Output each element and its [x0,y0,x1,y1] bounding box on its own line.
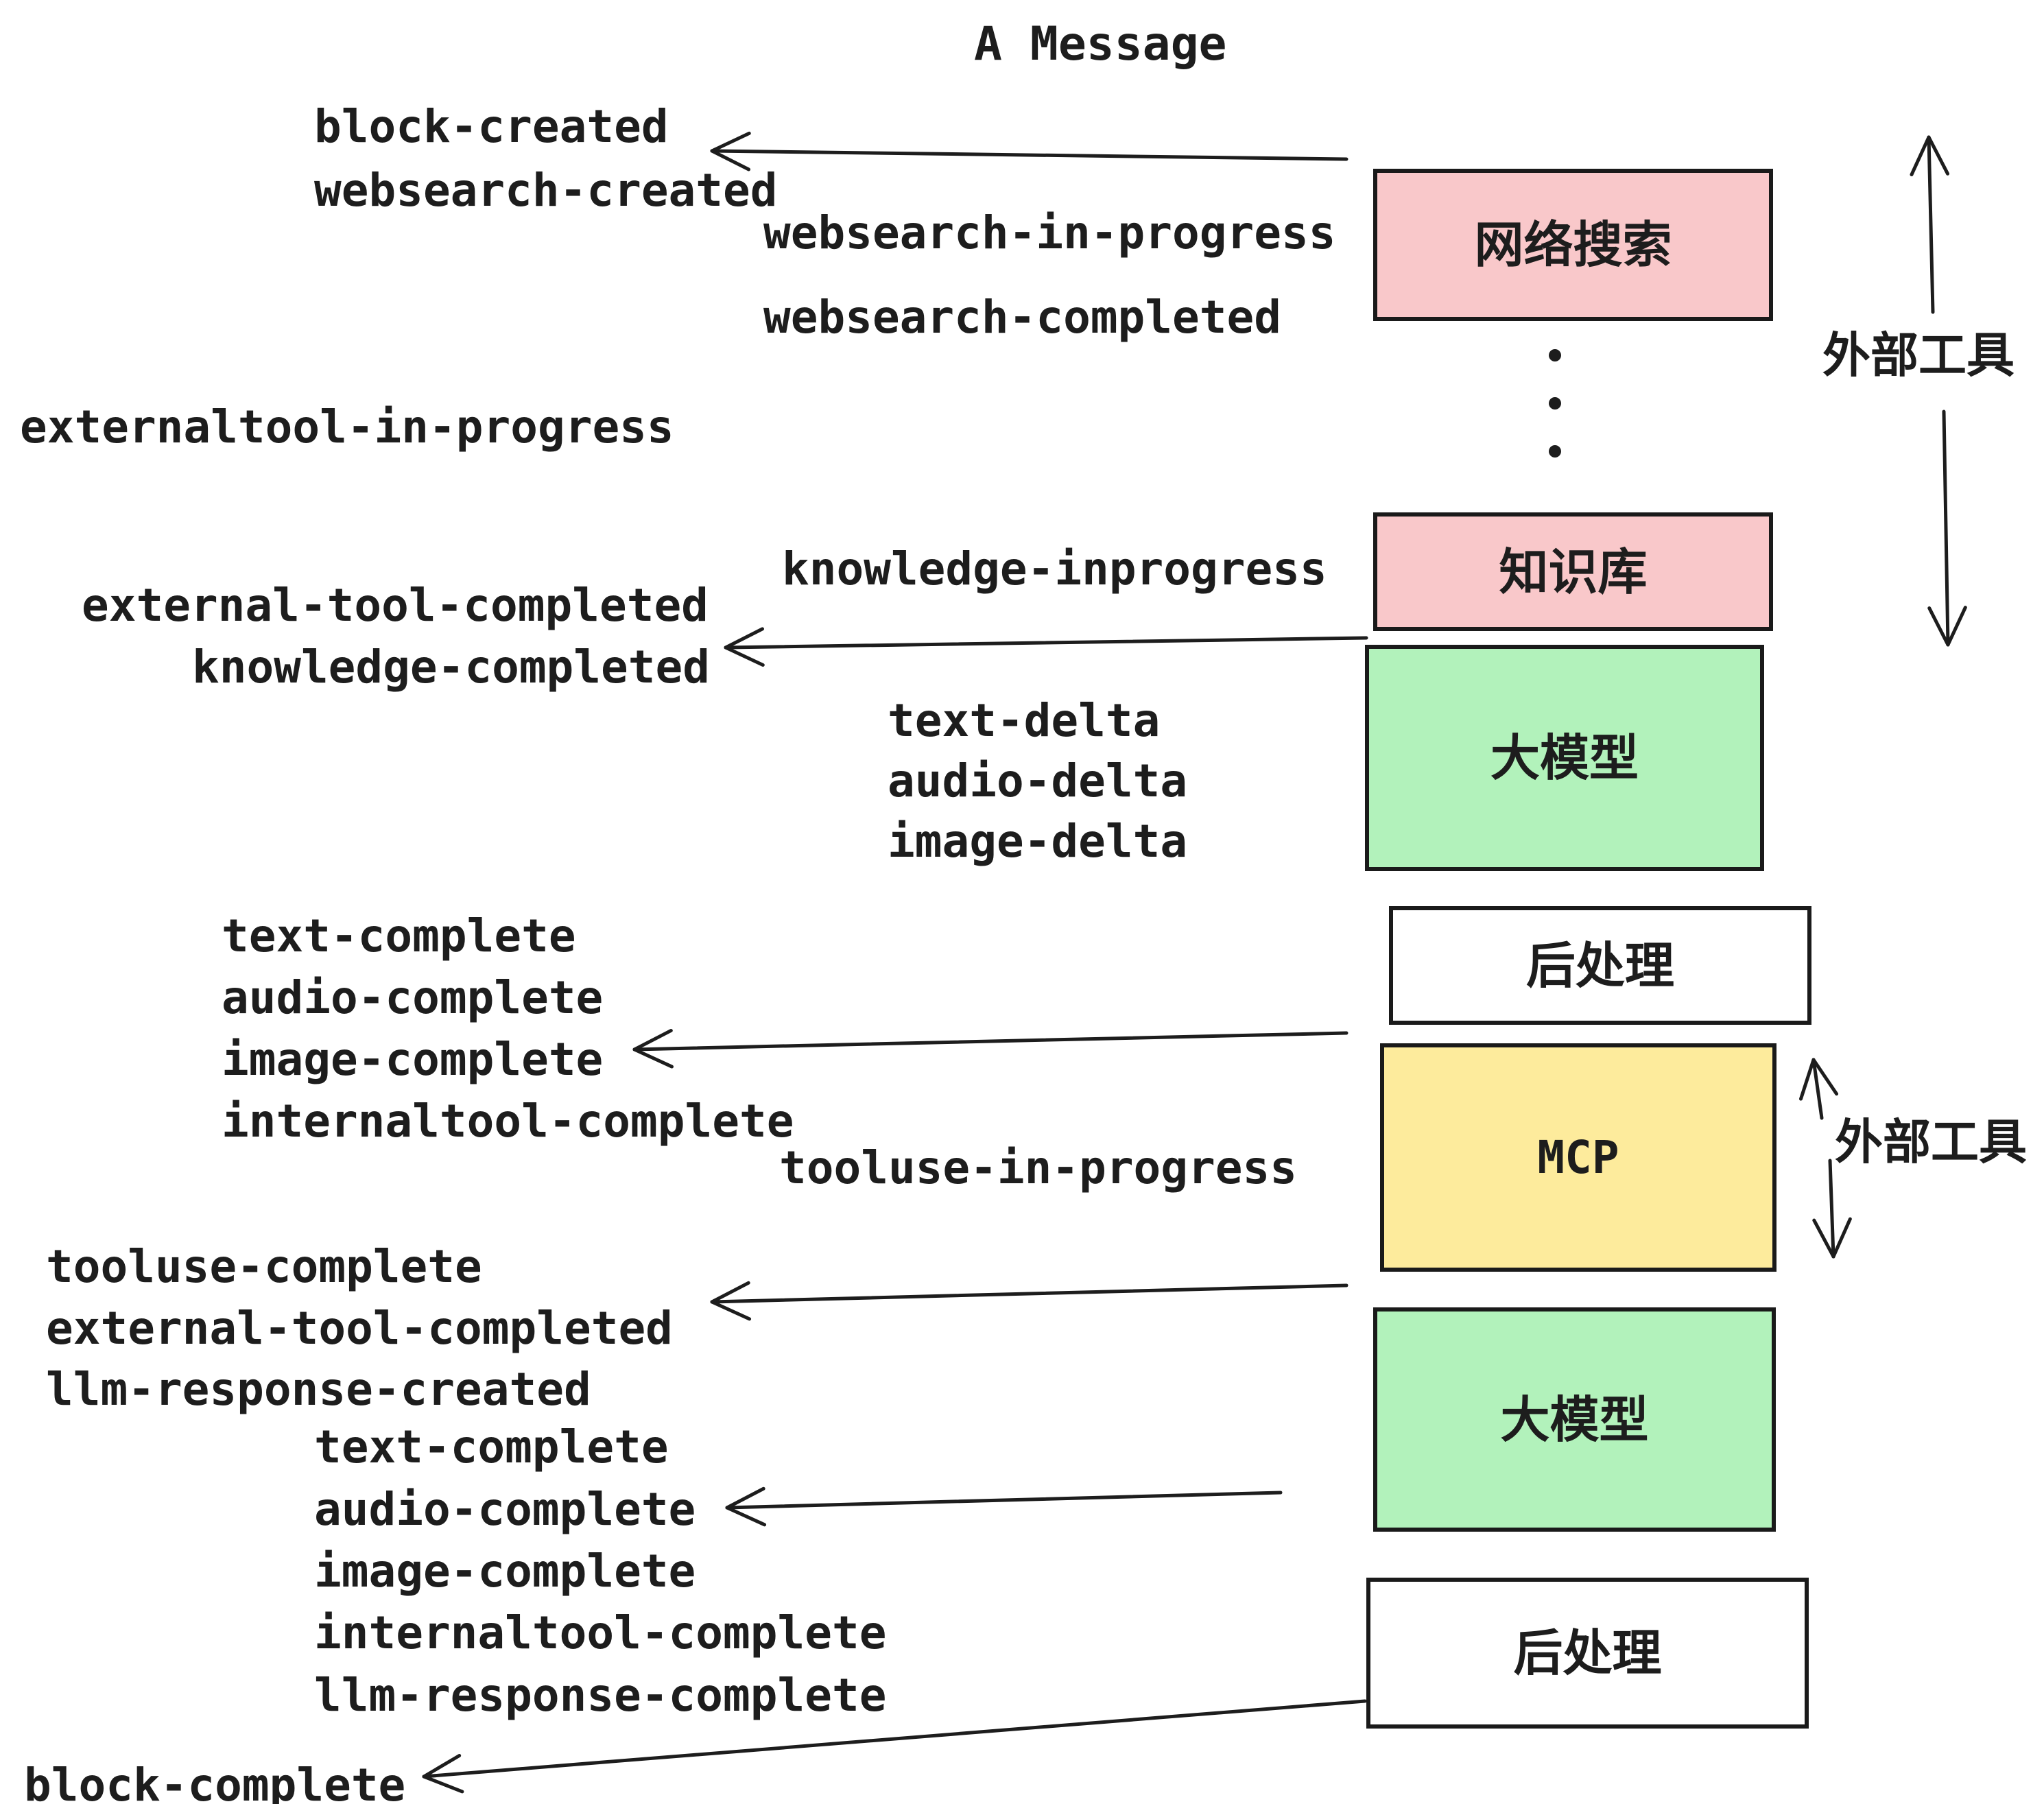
flow-box-post-1: 后处理 [1389,906,1811,1025]
arrow-shaft-external-tools-down-arrow-1 [1942,410,1950,647]
arrow-head-external-tools-up-arrow-2-1 [1811,1058,1839,1096]
arrow-head-postprocess-to-image-complete-1 [632,1028,673,1052]
flow-box-label-knowledge: 知识库 [1499,543,1648,601]
event-label-tooluse-in-progress: tooluse-in-progress [779,1141,1297,1194]
event-label-block-complete: block-complete [24,1759,406,1804]
arrow-head-external-tools-down-arrow-2-1 [1812,1218,1835,1259]
arrow-shaft-postprocess2-to-block-complete [422,1699,1367,1779]
event-label-audio-delta-1: audio-delta [888,755,1188,807]
arrow-head-external-tools-up-arrow-2-0 [1798,1058,1816,1101]
arrow-head-external-tools-down-arrow-1-0 [1946,606,1967,647]
arrow-shaft-external-tools-up-arrow-2 [1811,1058,1824,1120]
arrow-shaft-postprocess-to-image-complete [632,1031,1348,1052]
event-label-llm-response-complete: llm-response-complete [314,1669,887,1722]
event-label-tooluse-complete: tooluse-complete [46,1240,482,1293]
side-label-external-tools-2: 外部工具 [1835,1114,2027,1170]
arrow-head-postprocess2-to-block-complete-1 [422,1753,462,1779]
arrow-head-postprocess2-to-block-complete-0 [422,1775,464,1794]
event-label-llm-response-created: llm-response-created [46,1363,591,1416]
event-label-image-complete-1: image-complete [222,1033,604,1086]
flow-box-label-post-2: 后处理 [1513,1624,1662,1682]
arrow-head-postprocess-to-image-complete-0 [632,1047,674,1069]
arrow-head-llm2-to-audio-complete-0 [725,1506,767,1527]
event-label-websearch-in-progress: websearch-in-progress [763,206,1336,259]
event-label-external-tool-completed-1: external-tool-completed [82,579,709,632]
flow-box-label-llm-1: 大模型 [1490,729,1639,787]
arrow-head-websearch-box-to-block-created-1 [710,131,751,153]
side-label-external-tools-1: 外部工具 [1822,327,2015,383]
event-label-external-tool-completed-2: external-tool-completed [46,1302,673,1355]
arrow-head-mcp-to-external-tool-completed-1 [710,1281,750,1304]
flow-box-websearch: 网络搜索 [1373,169,1773,321]
flow-box-label-mcp: MCP [1537,1131,1619,1184]
arrow-head-knowledge-box-to-knowledge-completed-1 [724,627,765,650]
ellipsis-dot-2 [1549,397,1561,410]
arrow-head-websearch-box-to-block-created-0 [710,149,751,171]
arrow-shaft-websearch-box-to-block-created [710,149,1348,161]
event-label-knowledge-completed: knowledge-completed [192,641,710,693]
event-label-image-complete-2: image-complete [314,1545,696,1598]
event-label-block-created: block-created [314,100,669,153]
arrow-head-external-tools-down-arrow-1-1 [1927,606,1950,647]
arrow-head-knowledge-box-to-knowledge-completed-0 [724,645,765,667]
ellipsis-dot-1 [1549,349,1561,361]
ellipsis-dot-3 [1549,445,1561,458]
arrow-head-external-tools-down-arrow-2-0 [1831,1217,1852,1259]
flow-box-knowledge: 知识库 [1373,512,1773,631]
flow-box-label-llm-2: 大模型 [1500,1390,1649,1449]
event-label-internaltool-complete-2: internaltool-complete [314,1606,887,1659]
event-label-externaltool-in-progress: externaltool-in-progress [20,401,674,453]
diagram-title: A Message [974,17,1227,71]
event-label-internaltool-complete-1: internaltool-complete [222,1095,794,1148]
event-label-audio-complete-2: audio-complete [314,1483,696,1536]
event-label-audio-complete-1: audio-complete [222,971,604,1024]
flow-box-label-websearch: 网络搜索 [1474,216,1672,274]
arrow-head-external-tools-up-arrow-1-0 [1910,135,1931,177]
flow-box-llm-1: 大模型 [1365,645,1764,871]
event-label-websearch-completed: websearch-completed [763,291,1281,344]
arrow-shaft-external-tools-down-arrow-2 [1828,1159,1835,1259]
flow-box-label-post-1: 后处理 [1525,936,1674,995]
arrow-shaft-llm2-to-audio-complete [725,1491,1283,1510]
event-label-text-complete-1: text-complete [222,910,576,962]
flow-box-mcp: MCP [1380,1043,1776,1272]
event-label-text-delta-1: text-delta [888,694,1161,747]
event-label-knowledge-inprogress: knowledge-inprogress [782,543,1327,595]
arrow-head-mcp-to-external-tool-completed-0 [710,1300,752,1321]
event-label-image-delta-1: image-delta [888,815,1188,868]
event-label-websearch-created: websearch-created [314,164,778,217]
arrow-shaft-knowledge-box-to-knowledge-completed [724,636,1368,650]
flow-box-llm-2: 大模型 [1373,1307,1776,1532]
arrow-head-llm2-to-audio-complete-1 [725,1486,765,1510]
arrow-shaft-mcp-to-external-tool-completed [710,1283,1348,1304]
arrow-shaft-external-tools-up-arrow-1 [1927,135,1935,314]
arrow-head-external-tools-up-arrow-1-1 [1927,135,1950,176]
event-label-text-complete-2: text-complete [314,1421,669,1473]
flow-box-post-2: 后处理 [1366,1578,1809,1729]
